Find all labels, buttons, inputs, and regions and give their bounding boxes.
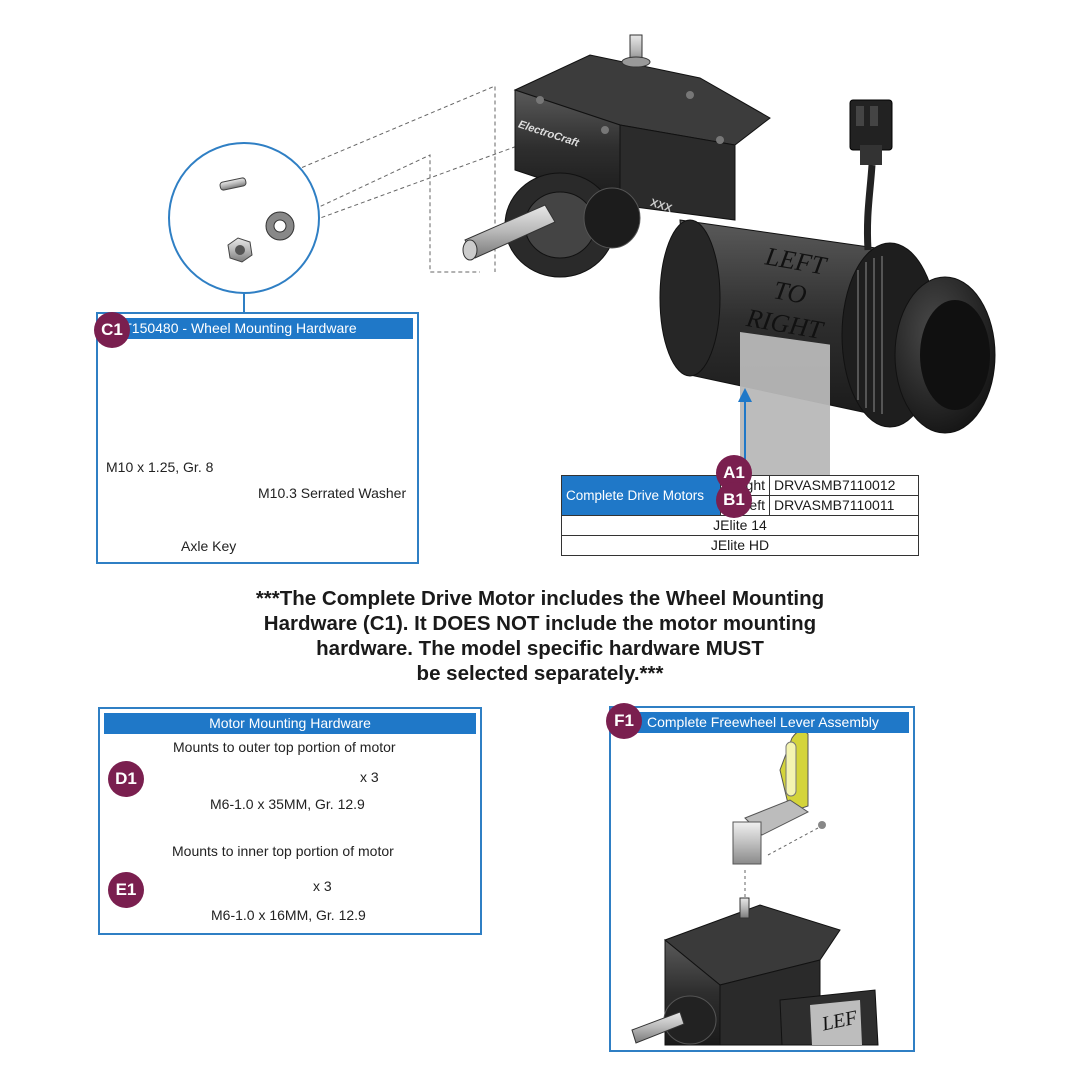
zoom-detail-circle xyxy=(168,142,320,312)
hardware-note: ***The Complete Drive Motor includes the… xyxy=(180,586,900,686)
model-jelite-14: JElite 14 xyxy=(561,515,919,536)
c1-panel-header: KIT150480 - Wheel Mounting Hardware xyxy=(102,318,413,339)
left-part-number[interactable]: DRVASMB7110011 xyxy=(769,495,919,516)
e1-caption: Mounts to inner top portion of motor xyxy=(172,843,394,859)
d1-badge: D1 xyxy=(108,761,144,797)
axle-key-label: Axle Key xyxy=(181,538,237,554)
d1-caption: Mounts to outer top portion of motor xyxy=(173,739,396,755)
model-jelite-hd: JElite HD xyxy=(561,535,919,556)
f1-badge: F1 xyxy=(606,703,642,739)
note-line-4: be selected separately.*** xyxy=(416,662,664,685)
e1-badge: E1 xyxy=(108,872,144,908)
f1-panel-title: Complete Freewheel Lever Assembly xyxy=(647,714,879,730)
mmh-panel-title: Motor Mounting Hardware xyxy=(209,715,371,731)
a1-b1-pointer-arrow xyxy=(738,388,752,465)
note-line-2: Hardware (C1). It DOES NOT include the m… xyxy=(263,612,817,635)
drive-motor-illustration xyxy=(462,34,996,495)
leader-lines xyxy=(243,85,521,273)
e1-spec: M6-1.0 x 16MM, Gr. 12.9 xyxy=(211,907,366,923)
f1-panel-header: Complete Freewheel Lever Assembly xyxy=(615,712,909,733)
motor-rotation-label: LEFT TO RIGHT xyxy=(742,239,837,347)
f1-freewheel-lever-panel: Complete Freewheel Lever Assembly xyxy=(609,706,915,1052)
washer-label: M10.3 Serrated Washer xyxy=(258,485,407,501)
d1-quantity: x 3 xyxy=(360,769,379,785)
complete-drive-motors-cell: Complete Drive Motors xyxy=(561,475,721,516)
table-row: JElite 14 xyxy=(561,515,919,536)
d1-spec: M6-1.0 x 35MM, Gr. 12.9 xyxy=(210,796,365,812)
table-row: JElite HD xyxy=(561,535,919,556)
motor-mounting-hardware-panel: Motor Mounting Hardware xyxy=(98,707,482,935)
c1-wheel-mounting-hardware-panel: KIT150480 - Wheel Mounting Hardware xyxy=(96,312,419,564)
c1-badge: C1 xyxy=(94,312,130,348)
e1-quantity: x 3 xyxy=(313,878,332,894)
nut-label: M10 x 1.25, Gr. 8 xyxy=(106,459,214,475)
right-part-number[interactable]: DRVASMB7110012 xyxy=(769,475,919,496)
note-line-1: ***The Complete Drive Motor includes the… xyxy=(255,587,825,610)
mmh-panel-header: Motor Mounting Hardware xyxy=(104,713,476,734)
freewheel-lever-drawing xyxy=(732,730,826,905)
freewheel-motor-drawing xyxy=(631,897,879,1046)
note-line-3: hardware. The model specific hardware MU… xyxy=(316,637,764,660)
b1-badge: B1 xyxy=(716,482,752,518)
c1-panel-title: KIT150480 - Wheel Mounting Hardware xyxy=(110,320,357,336)
